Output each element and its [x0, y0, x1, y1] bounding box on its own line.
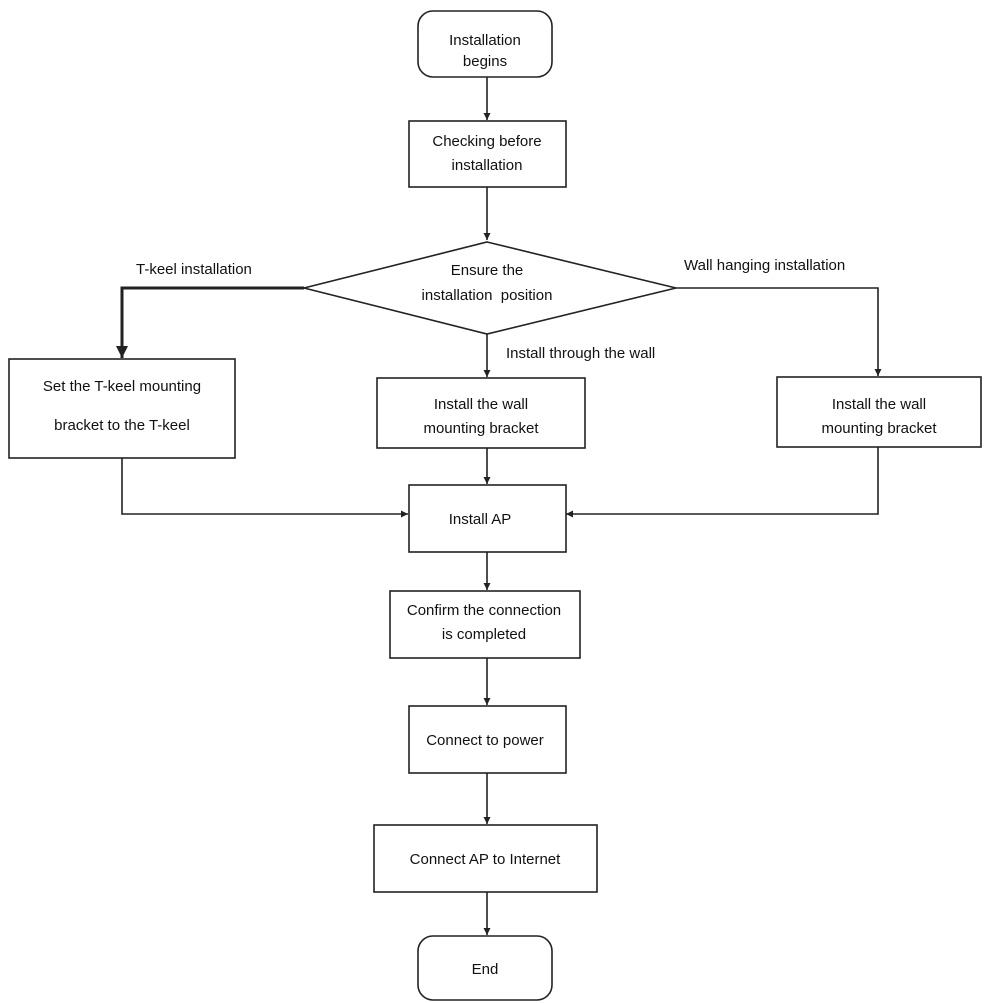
- process-shape: [376, 377, 586, 449]
- node-decision-line-1: Ensure the: [451, 262, 524, 279]
- process-shape: [408, 484, 567, 553]
- node-connect-internet: Connect AP to Internet: [373, 824, 598, 893]
- edge-tkeel-to-install-ap: [121, 458, 408, 518]
- process-shape: [373, 824, 598, 893]
- node-wall-right-line-1: Install the wall: [832, 396, 926, 413]
- node-internet-line-1: Connect AP to Internet: [410, 851, 561, 868]
- edge-decision-to-tkeel: [116, 286, 304, 358]
- node-tkeel-line-1: Set the T-keel mounting: [43, 378, 201, 395]
- node-start-line-1: Installation: [449, 32, 521, 49]
- process-shape: [776, 376, 982, 448]
- process-shape: [408, 120, 567, 188]
- node-confirm-line-1: Confirm the connection: [407, 602, 561, 619]
- node-wall-right-line-2: mounting bracket: [821, 420, 937, 437]
- node-end-line-1: End: [472, 961, 499, 978]
- decision-shape: [303, 241, 677, 335]
- node-wall-center-line-1: Install the wall: [434, 396, 528, 413]
- node-wall-bracket-center: Install the wall mounting bracket: [376, 377, 586, 449]
- edge-label-through-wall: Install through the wall: [506, 345, 655, 362]
- node-check-line-1: Checking before: [432, 133, 541, 150]
- process-shape: [8, 358, 236, 459]
- edge-label-tkeel: T-keel installation: [136, 261, 252, 278]
- node-start: Installation begins: [417, 10, 553, 78]
- node-confirm-connection: Confirm the connection is completed: [389, 590, 581, 659]
- node-wall-bracket-right: Install the wall mounting bracket: [776, 376, 982, 448]
- node-connect-power: Connect to power: [408, 705, 567, 774]
- process-shape: [389, 590, 581, 659]
- edge-label-wall-hanging: Wall hanging installation: [684, 257, 845, 274]
- node-confirm-line-2: is completed: [442, 626, 526, 643]
- node-power-line-1: Connect to power: [426, 732, 544, 749]
- node-decision-line-2: installation position: [422, 287, 553, 304]
- node-tkeel-line-2: bracket to the T-keel: [54, 417, 190, 434]
- node-install-ap: Install AP: [408, 484, 567, 553]
- edge-decision-to-wall-right: [676, 287, 882, 376]
- node-end: End: [417, 935, 553, 1001]
- terminal-shape: [417, 10, 553, 78]
- node-tkeel-bracket: Set the T-keel mounting bracket to the T…: [8, 358, 236, 459]
- node-wall-center-line-2: mounting bracket: [423, 420, 539, 437]
- node-check: Checking before installation: [408, 120, 567, 188]
- node-decision: Ensure the installation position: [303, 241, 677, 335]
- node-check-line-2: installation: [452, 157, 523, 174]
- terminal-shape: [417, 935, 553, 1001]
- edge-wall-right-to-install-ap: [566, 447, 879, 518]
- process-shape: [408, 705, 567, 774]
- node-install-ap-line-1: Install AP: [449, 511, 512, 528]
- node-start-line-2: begins: [463, 53, 507, 70]
- edges: [116, 77, 882, 935]
